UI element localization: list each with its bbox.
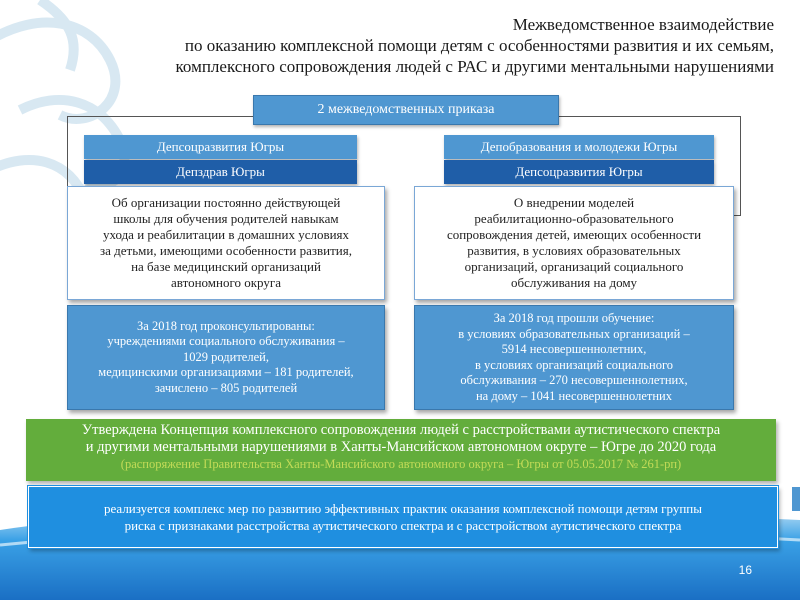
concept-box: Утверждена Концепция комплексного сопров… bbox=[26, 419, 776, 481]
page-number: 16 bbox=[739, 563, 752, 577]
right-results-text: За 2018 год прошли обучение: в условиях … bbox=[458, 311, 689, 404]
implementation-box: реализуется комплекс мер по развитию эфф… bbox=[28, 486, 778, 548]
title-line-2: по оказанию комплексной помощи детям с о… bbox=[54, 35, 774, 56]
left-header-health: Депздрав Югры bbox=[84, 160, 357, 184]
left-description-text: Об организации постоянно действующей шко… bbox=[100, 195, 352, 291]
concept-line-2: и другими ментальными нарушениями в Хант… bbox=[26, 439, 776, 456]
title-line-1: Межведомственное взаимодействие bbox=[54, 14, 774, 35]
title-line-3: комплексного сопровождения людей с РАС и… bbox=[54, 56, 774, 77]
concept-line-1: Утверждена Концепция комплексного сопров… bbox=[26, 422, 776, 439]
left-description-box: Об организации постоянно действующей шко… bbox=[67, 186, 385, 300]
right-header-education: Депобразования и молодежи Югры bbox=[444, 135, 714, 159]
orders-box: 2 межведомственных приказа bbox=[253, 95, 559, 125]
slide-title: Межведомственное взаимодействие по оказа… bbox=[54, 14, 774, 77]
right-results-box: За 2018 год прошли обучение: в условиях … bbox=[414, 305, 734, 410]
right-description-text: О внедрении моделей реабилитационно-обра… bbox=[447, 195, 701, 291]
left-results-box: За 2018 год проконсультированы: учрежден… bbox=[67, 305, 385, 410]
side-tab bbox=[792, 487, 800, 511]
left-header-social-development: Депсоцразвития Югры bbox=[84, 135, 357, 159]
implementation-text: реализуется комплекс мер по развитию эфф… bbox=[104, 500, 702, 534]
left-results-text: За 2018 год проконсультированы: учрежден… bbox=[98, 319, 353, 397]
right-description-box: О внедрении моделей реабилитационно-обра… bbox=[414, 186, 734, 300]
right-header-social-development: Депсоцразвития Югры bbox=[444, 160, 714, 184]
concept-decree: (распоряжение Правительства Ханты-Мансий… bbox=[26, 456, 776, 472]
